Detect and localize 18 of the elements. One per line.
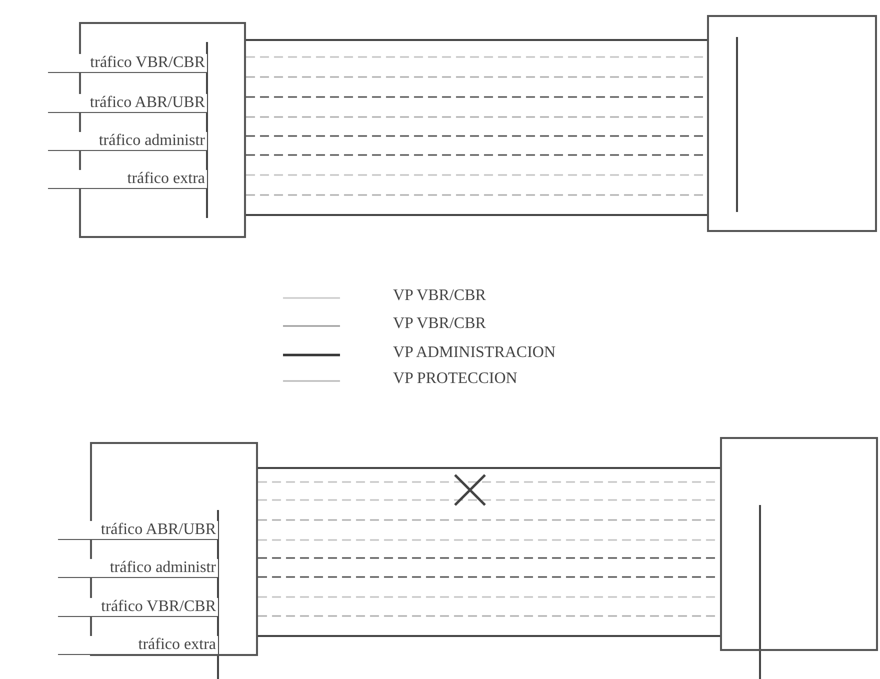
traffic-label: tráfico extra (48, 170, 207, 189)
traffic-label: tráfico VBR/CBR (48, 54, 207, 73)
legend-text: VP VBR/CBR (393, 287, 486, 305)
traffic-label: tráfico extra (58, 636, 218, 655)
traffic-label: tráfico ABR/UBR (48, 94, 207, 113)
legend-text: VP VBR/CBR (393, 315, 486, 333)
network-node-box (707, 15, 877, 232)
connection-line (258, 635, 720, 637)
network-node-box (720, 437, 878, 651)
traffic-label: tráfico administr (48, 132, 207, 151)
legend-text: VP PROTECCION (393, 370, 518, 388)
traffic-label: tráfico administr (58, 559, 218, 578)
legend-text: VP ADMINISTRACION (393, 344, 556, 362)
connection-line (246, 39, 707, 41)
traffic-label: tráfico VBR/CBR (58, 598, 218, 617)
traffic-label: tráfico ABR/UBR (58, 521, 218, 540)
connection-line (258, 467, 720, 469)
connection-line (246, 214, 707, 216)
